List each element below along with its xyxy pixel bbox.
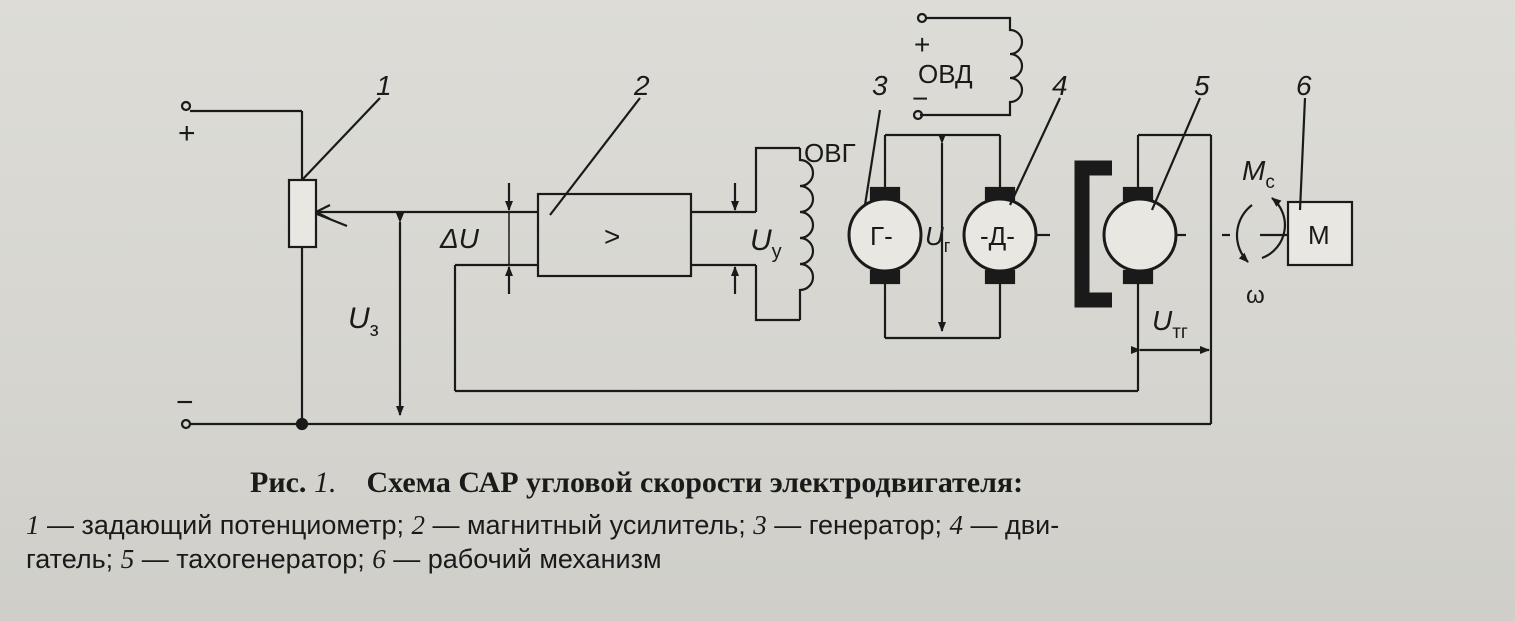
legend-num: 3 <box>753 510 767 540</box>
input-terminals <box>180 100 1211 430</box>
leader-6 <box>1298 97 1307 211</box>
moment-arrows <box>1235 197 1288 263</box>
label-generator-symbol: Г- <box>870 221 893 251</box>
ovd-plus-terminal <box>916 12 928 24</box>
label-utg: Uтг <box>1152 305 1188 343</box>
caption-number: 1. <box>313 466 337 499</box>
label-num-6: 6 <box>1296 70 1312 101</box>
legend-num: 6 <box>372 544 386 574</box>
legend-num: 2 <box>411 510 425 540</box>
label-delta-u: ΔU <box>439 223 480 254</box>
label-ug: Uг <box>925 221 951 256</box>
leader-4 <box>1009 97 1061 206</box>
feedback-wires <box>453 133 1213 424</box>
legend-text: — генератор; <box>766 510 950 540</box>
ovd-minus-terminal <box>912 109 924 121</box>
label-uy: Uу <box>750 224 782 263</box>
label-num-3: 3 <box>872 70 888 101</box>
legend-text: — магнитный усилитель; <box>424 510 754 540</box>
label-mechanism-symbol: М <box>1308 220 1330 250</box>
ovg-field-winding <box>754 146 815 322</box>
motor-4 <box>962 97 1061 338</box>
label-ovd: ОВД <box>918 59 973 89</box>
label-input-plus: + <box>178 117 196 150</box>
potentiometer-1 <box>287 97 538 424</box>
label-num-4: 4 <box>1052 70 1068 101</box>
label-ovd-plus: + <box>914 29 930 60</box>
caption-title: Схема САР угловой скорости электродвигат… <box>366 466 1024 499</box>
magnetic-amplifier-2 <box>536 97 756 278</box>
legend-num: 4 <box>949 510 964 540</box>
label-motor-symbol: -Д- <box>980 221 1015 251</box>
legend-text: — задающий потенциометр; <box>39 510 412 540</box>
label-num-5: 5 <box>1194 70 1210 101</box>
ovd-field-winding <box>912 12 1024 121</box>
legend-text: — тахогенератор; <box>134 544 373 574</box>
figure-caption-title: Рис. 1. Схема САР угловой скорости элект… <box>250 466 1350 500</box>
legend-num: 5 <box>120 544 135 574</box>
mechanism-6 <box>1286 97 1354 267</box>
caption-prefix: Рис. <box>250 466 307 499</box>
leader-5 <box>1150 97 1202 211</box>
leader-3 <box>863 109 882 206</box>
plus-terminal <box>180 100 192 112</box>
label-num-2: 2 <box>633 70 650 101</box>
figure-legend: 1 — задающий потенциометр; 2 — магнитный… <box>26 508 1496 576</box>
label-omega: ω <box>1246 282 1265 309</box>
legend-num: 1 <box>26 510 40 540</box>
legend-text: — дви- <box>963 510 1060 540</box>
label-amplifier-symbol: > <box>604 221 620 252</box>
label-mc: Mс <box>1242 155 1275 193</box>
label-input-minus: − <box>176 386 194 419</box>
label-uz: Uз <box>348 302 379 341</box>
leader-1 <box>301 97 381 181</box>
tachogenerator-5 <box>1074 97 1230 308</box>
minus-terminal <box>180 418 192 430</box>
legend-text: — рабочий механизм <box>385 544 662 574</box>
label-num-1: 1 <box>376 70 392 101</box>
leader-2 <box>549 97 641 216</box>
junction-dot <box>295 417 309 431</box>
generator-3 <box>847 109 1000 340</box>
diagram-labels: + − 1 2 3 4 5 6 + ОВД − ОВГ ΔU > Uз Uу U… <box>176 29 1330 419</box>
label-ovd-minus: − <box>912 83 928 114</box>
legend-text: гатель; <box>26 544 121 574</box>
label-ovg: ОВГ <box>804 138 856 168</box>
